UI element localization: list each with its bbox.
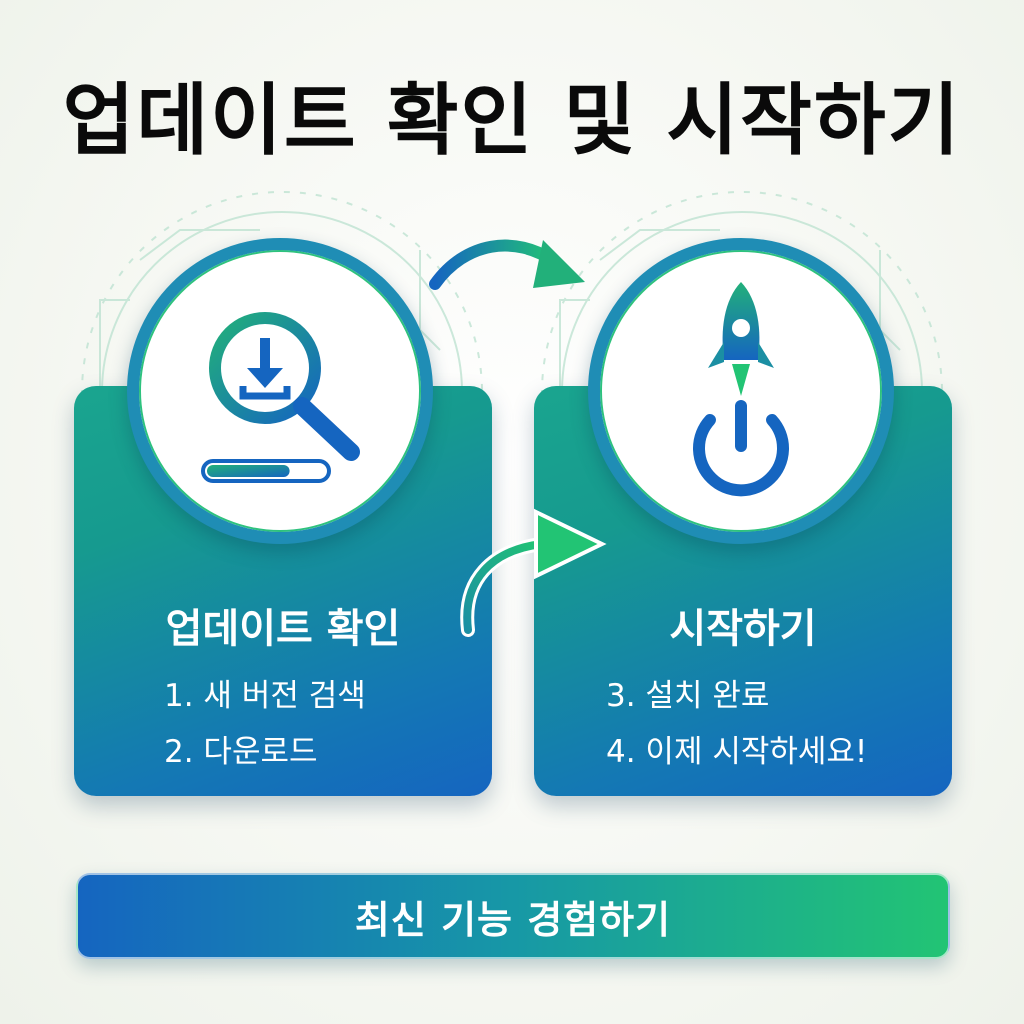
update-circle xyxy=(127,238,433,544)
start-circle xyxy=(588,238,894,544)
step-download: 2. 다운로드 xyxy=(164,734,318,770)
page-title: 업데이트 확인 및 시작하기 xyxy=(62,76,962,166)
power-icon xyxy=(693,400,789,497)
rocket-power-icon xyxy=(693,282,789,497)
middle-arrow-icon xyxy=(460,508,607,637)
magnifier-download-icon xyxy=(201,312,360,483)
start-title: 시작하기 xyxy=(669,606,817,652)
rocket-icon xyxy=(708,282,774,396)
step-start-now: 4. 이제 시작하세요! xyxy=(606,734,868,770)
step-install-complete: 3. 설치 완료 xyxy=(606,678,770,714)
experience-new-features-button[interactable]: 최신 기능 경험하기 xyxy=(76,873,950,959)
step-search-new-version: 1. 새 버전 검색 xyxy=(164,678,366,714)
update-check-title: 업데이트 확인 xyxy=(165,606,401,652)
top-arrow-icon xyxy=(429,239,585,290)
download-progress-fill xyxy=(207,465,290,477)
